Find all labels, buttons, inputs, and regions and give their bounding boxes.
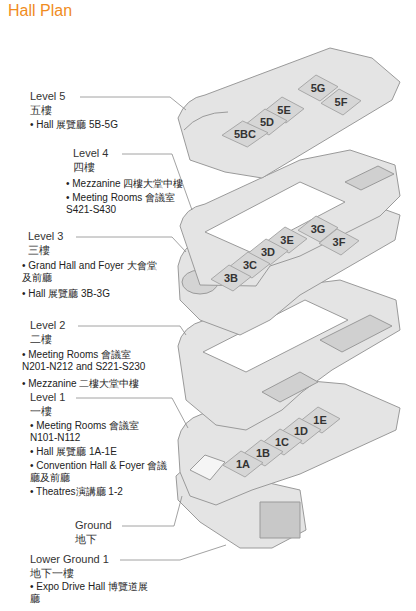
hall-number: 5E bbox=[277, 104, 290, 116]
level-2-rooms bbox=[320, 315, 392, 352]
level-heading: Lower Ground 1 bbox=[30, 553, 109, 566]
hall-number: 3B bbox=[224, 272, 238, 284]
hall-number: 1E bbox=[313, 414, 326, 426]
leader-line bbox=[76, 237, 186, 252]
hall-block: 1A bbox=[223, 451, 263, 477]
level-heading: Level 5 bbox=[30, 90, 65, 103]
hall-number: 1D bbox=[294, 425, 308, 437]
hall-number: 3C bbox=[243, 259, 257, 271]
level-1-foyer bbox=[190, 455, 225, 480]
level-5-curve bbox=[184, 112, 228, 130]
leader-line bbox=[122, 496, 182, 526]
facility-note: • Hall 展覽廳 5B-5G bbox=[30, 119, 160, 131]
facility-note: • Meeting Rooms 會議室 N101-N112 bbox=[30, 420, 160, 444]
expo-drive-hall-block bbox=[260, 502, 300, 538]
facility-note: • Hall 展覽廳 3B-3G bbox=[22, 288, 162, 300]
level-heading: 三樓 bbox=[28, 244, 50, 257]
facility-note: • Expo Drive Hall 博覽道展廳 bbox=[30, 581, 150, 605]
level-heading: 地下一樓 bbox=[30, 567, 74, 580]
leader-line bbox=[78, 326, 186, 335]
hall-number: 1A bbox=[236, 458, 250, 470]
leader-line bbox=[80, 97, 186, 110]
facility-note: • Convention Hall & Foyer 會議廳及前廳 bbox=[30, 460, 170, 484]
level-heading: Level 2 bbox=[30, 319, 65, 332]
level-heading: 地下 bbox=[75, 533, 97, 546]
hall-number: 5G bbox=[311, 82, 326, 94]
hall-number: 1B bbox=[256, 447, 270, 459]
level-5-plate bbox=[178, 48, 400, 178]
hall-number: 3G bbox=[311, 223, 326, 235]
facility-note: • Mezzanine 四樓大堂中樓 bbox=[66, 178, 184, 190]
level-heading: 二樓 bbox=[30, 333, 52, 346]
level-heading: 一樓 bbox=[30, 405, 52, 418]
facility-note: • Hall 展覽廳 1A-1E bbox=[30, 446, 170, 458]
hall-number: 5BC bbox=[234, 128, 256, 140]
hall-number: 1C bbox=[275, 436, 289, 448]
level-heading: Level 1 bbox=[30, 391, 65, 404]
hall-number: 3E bbox=[280, 234, 293, 246]
facility-note: • Meeting Rooms 會議室 S421-S430 bbox=[66, 192, 176, 216]
level-4-plate bbox=[180, 150, 400, 286]
level-heading: Ground bbox=[75, 519, 112, 532]
hall-number: 5F bbox=[335, 96, 348, 108]
hall-number: 3D bbox=[261, 246, 275, 258]
facility-note: • Meeting Rooms 會議室 N201-N212 and S221-S… bbox=[22, 349, 157, 373]
leader-line bbox=[120, 545, 226, 560]
level-heading: Level 4 bbox=[73, 147, 108, 160]
hall-block: 3B bbox=[211, 265, 251, 291]
facility-note: • Theatres演講廳 1-2 bbox=[30, 486, 170, 498]
level-heading: 五樓 bbox=[30, 104, 52, 117]
hall-number: 5D bbox=[260, 116, 274, 128]
hall-block: 5BC bbox=[222, 121, 268, 147]
level-heading: Level 3 bbox=[28, 230, 63, 243]
hall-block: 5F bbox=[321, 89, 361, 115]
facility-note: • Mezzanine 二樓大堂中樓 bbox=[22, 378, 162, 390]
level-heading: 四樓 bbox=[73, 161, 95, 174]
hall-number: 3F bbox=[333, 236, 346, 248]
facility-note: • Grand Hall and Foyer 大會堂及前廳 bbox=[22, 260, 162, 284]
level-4-rooms bbox=[345, 166, 394, 190]
page-title: Hall Plan bbox=[8, 2, 72, 20]
level-2-rooms bbox=[262, 372, 318, 402]
hall-block: 3F bbox=[319, 229, 359, 255]
